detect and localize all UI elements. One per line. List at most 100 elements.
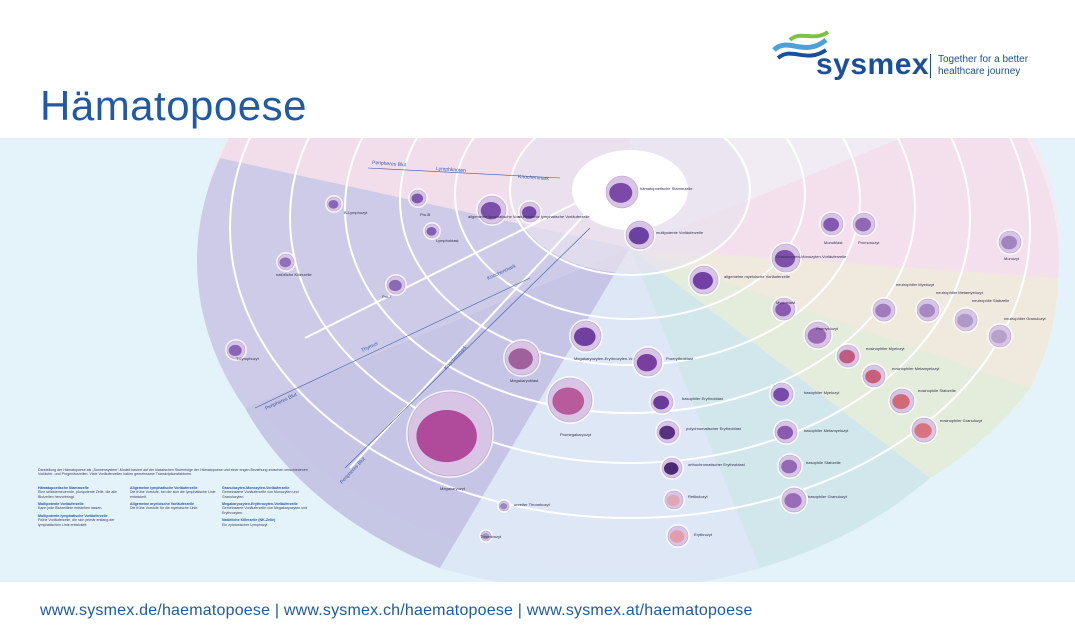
cell-label: natürliche Killerzelle	[276, 272, 312, 277]
cell-label: B-Lymphozyt	[344, 210, 368, 215]
cell-nucleus	[823, 217, 840, 232]
legend-heading: Megakaryozyten-Erythrozyten-Vorläuferzel…	[222, 502, 298, 507]
cell-label: Proerythroblast	[666, 356, 694, 361]
cell-node[interactable]: orthochromatischer Erythroblast	[660, 456, 746, 480]
page-title: Hämatopoese	[40, 82, 307, 129]
cell-node[interactable]: basophiler Granulozyt	[780, 486, 848, 514]
cell-node[interactable]: multipotente lymphatische Vorläuferzelle	[518, 200, 590, 224]
cell-node[interactable]: Pro-B	[408, 188, 431, 217]
cell-node[interactable]: Megakaryozyten-Erythrozyten-Vorläuferzel…	[569, 319, 653, 361]
cell-label: hämatopoetische Stammzelle	[640, 186, 693, 191]
cell-nucleus	[480, 202, 501, 220]
cell-node[interactable]: allgemeine lymphatische Vorläuferzelle	[468, 194, 538, 226]
tagline-line-1: Together for a better	[938, 54, 1029, 65]
cell-label: basophiler Myelozyt	[804, 390, 840, 395]
legend-heading: Natürliche Killerzelle (NK-Zelle)	[222, 518, 276, 523]
legend-body: Die frühe Vorstufe für die myeloische Li…	[130, 506, 199, 511]
cell-label: Monoblast	[824, 240, 843, 245]
cell-nucleus	[914, 423, 932, 439]
cell-nucleus	[653, 395, 670, 410]
cell-node[interactable]: basophiler Erythroblast	[649, 389, 724, 415]
cell-label: Myeloblast	[776, 300, 796, 305]
cell-node[interactable]: neutrophiler Metamyelozyt	[915, 290, 984, 323]
mid-axis-line	[254, 277, 531, 409]
ring-2	[509, 138, 751, 276]
cell-node[interactable]: eosinophile Stabzelle	[888, 387, 957, 415]
cell-node[interactable]: Promegakaryozyt	[546, 376, 594, 437]
cell-label: Retikulozyt	[688, 494, 708, 499]
ring-3	[454, 138, 806, 320]
cell-node[interactable]: allgemeine myeloische Vorläuferzelle	[688, 264, 791, 296]
cell-nucleus	[775, 302, 792, 317]
cell-nucleus	[892, 394, 910, 410]
cell-node[interactable]: neutrophiler Granulozyt	[987, 316, 1046, 349]
cell-label: eosinophiler Myelozyt	[866, 346, 905, 351]
cell-node[interactable]: Thrombozyt	[479, 529, 502, 543]
cell-nucleus	[552, 387, 585, 415]
cell-node[interactable]: T-Lymphozyt	[225, 339, 260, 361]
logo-wordmark: sysmex	[816, 48, 930, 81]
cell-node[interactable]: Erythrozyt	[666, 524, 713, 548]
cell-node[interactable]: eosinophiler Metamyelozyt	[861, 363, 940, 389]
cell-node[interactable]: Megakaryozyt	[406, 390, 494, 491]
cell-node[interactable]: neutrophile Stabzelle	[953, 298, 1010, 333]
tagline-line-2: healthcare journey	[938, 66, 1021, 77]
cell-node[interactable]: eosinophiler Granulozyt	[910, 416, 983, 444]
cell-node[interactable]: Promonozyt	[851, 211, 880, 245]
boundary-line-2	[304, 195, 591, 339]
cell-nucleus	[692, 272, 713, 290]
cell-node[interactable]: neutrophiler Myelozyt	[871, 282, 935, 323]
cell-label: multipotente Vorläuferzelle	[656, 230, 704, 235]
cell-nucleus	[416, 410, 477, 463]
cell-node[interactable]: unreifer Thrombozyt	[497, 499, 551, 513]
top-axis-line	[367, 167, 561, 179]
sysmex-logo[interactable]: sysmex Together for a better healthcare …	[770, 28, 1050, 88]
cell-node[interactable]: hämatopoetische Stammzelle	[604, 174, 693, 210]
cell-label: neutrophiler Myelozyt	[896, 282, 935, 287]
cell-node[interactable]: basophiler Metamyelozyt	[773, 419, 849, 445]
cell-node[interactable]: B-Lymphozyt	[325, 195, 368, 215]
cell-node[interactable]: Pro-T	[382, 274, 407, 299]
cell-label: Promegakaryozyt	[560, 432, 592, 437]
cell-nucleus	[1001, 235, 1018, 250]
cell-node[interactable]: Granulozyten-Monozyten-Vorläuferzelle	[770, 242, 847, 274]
cell-label: unreifer Thrombozyt	[514, 502, 551, 507]
cell-node[interactable]: Myeloblast	[771, 296, 797, 322]
cell-nucleus	[957, 313, 974, 328]
cell-node[interactable]: Promyelozyt	[803, 320, 839, 350]
cell-label: polychromatischer Erythroblast	[686, 426, 742, 431]
cell-label: basophiler Metamyelozyt	[804, 428, 849, 433]
cell-label: Lymphoblast	[436, 238, 459, 243]
cell-label: basophile Stabzelle	[806, 460, 841, 465]
cell-node[interactable]: Megakaryoblast	[503, 339, 541, 383]
cell-label: T-Lymphozyt	[236, 356, 260, 361]
legend-heading: Multipotente lymphatische Vorläuferzelle	[38, 513, 108, 518]
cell-nucleus	[784, 493, 802, 509]
cell-nucleus	[664, 462, 679, 475]
legend-heading: Allgemeine lymphatische Vorläuferzelle	[130, 485, 198, 490]
cell-node[interactable]: Retikulozyt	[663, 489, 708, 511]
diag-axis-line	[344, 227, 591, 469]
sector-monocyte	[630, 138, 1059, 278]
legend-intro: Darstellung der Hämatopoese als „Sonnens…	[38, 468, 308, 477]
hematopoiesis-diagram: Peripheres Blut Lymphknoten Knochenmark …	[197, 138, 1060, 582]
cell-node[interactable]: polychromatischer Erythroblast	[655, 419, 742, 445]
cell-node[interactable]: basophiler Myelozyt	[769, 381, 840, 407]
label-knochenmark-top: Knochenmark	[518, 174, 550, 182]
cell-node[interactable]: basophile Stabzelle	[777, 453, 841, 479]
footer-links[interactable]: www.sysmex.de/haematopoese | www.sysmex.…	[40, 602, 753, 619]
cell-node[interactable]: eosinophiler Myelozyt	[835, 343, 905, 369]
cell-nucleus	[670, 530, 685, 543]
cell-node[interactable]: Monoblast	[819, 211, 845, 245]
cell-nucleus	[875, 303, 892, 318]
cell-nucleus	[279, 257, 292, 268]
cell-node[interactable]: Proerythroblast	[632, 346, 694, 378]
logo-wave-icon	[772, 30, 830, 60]
cell-node[interactable]: multipotente Vorläuferzelle	[624, 219, 704, 251]
cell-node[interactable]: Monozyt	[997, 229, 1023, 261]
ring-5	[344, 138, 916, 414]
cell-node[interactable]: Lymphoblast	[423, 222, 459, 243]
cell-label: Megakaryozyt	[440, 486, 466, 491]
cell-node[interactable]: natürliche Killerzelle	[276, 252, 312, 277]
